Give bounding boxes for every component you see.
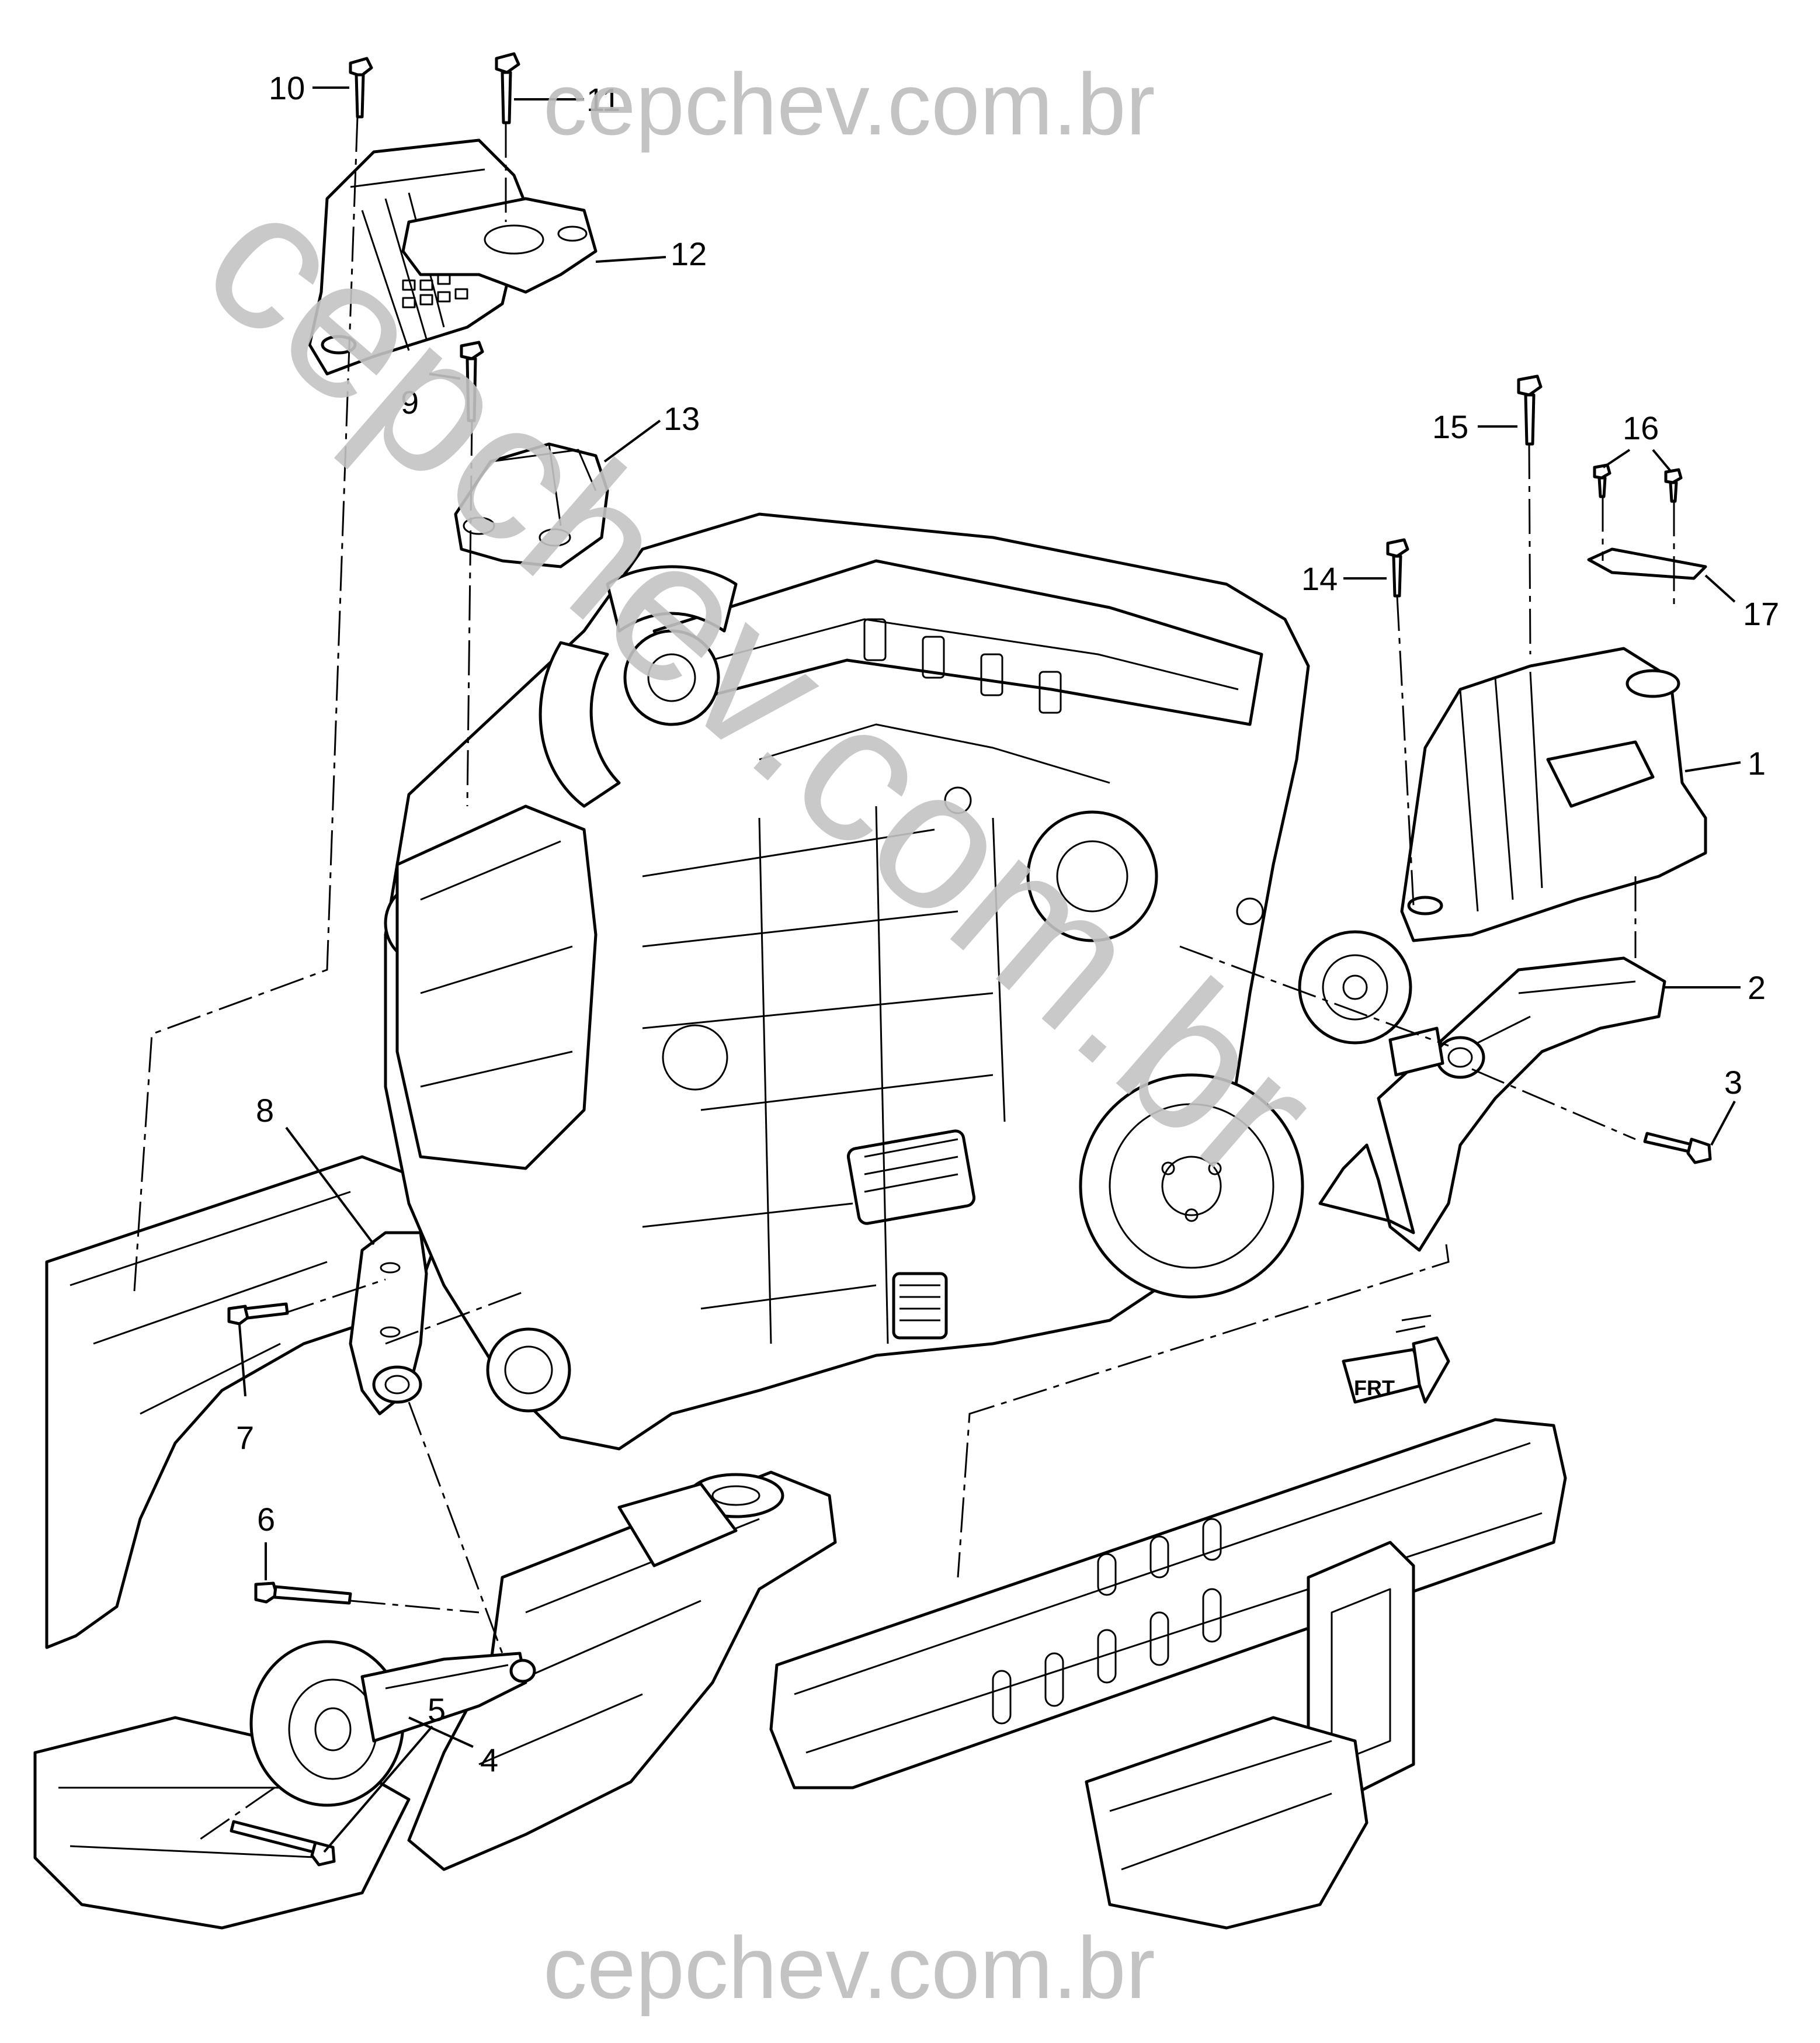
callout-15: 15 xyxy=(1432,408,1468,445)
front-direction-marker: FRT xyxy=(1342,1314,1450,1404)
frt-label: FRT xyxy=(1354,1376,1395,1400)
mount-4 xyxy=(249,1640,536,1807)
callout-3: 3 xyxy=(1724,1064,1742,1101)
callout-12: 12 xyxy=(671,235,707,272)
callout-8: 8 xyxy=(256,1092,274,1129)
watermark-top: cepchev.com.br xyxy=(543,55,1155,153)
callout-9: 9 xyxy=(401,384,419,421)
mount-bracket-2 xyxy=(1318,956,1666,1252)
callout-16: 16 xyxy=(1623,410,1659,446)
mount-bracket-8 xyxy=(349,1231,428,1416)
callout-10: 10 xyxy=(269,70,305,106)
callout-13: 13 xyxy=(664,400,700,437)
callout-4: 4 xyxy=(480,1742,498,1778)
callout-5: 5 xyxy=(428,1691,446,1728)
callout-17: 17 xyxy=(1743,595,1779,632)
callout-2: 2 xyxy=(1748,969,1766,1006)
leader-lines xyxy=(238,86,1741,1853)
callout-14: 14 xyxy=(1301,560,1338,597)
watermark-bottom: cepchev.com.br xyxy=(543,1919,1155,2017)
callout-11: 11 xyxy=(586,81,620,118)
engine-assembly xyxy=(384,512,1412,1451)
front-subframe xyxy=(33,1155,1567,1930)
bolts xyxy=(227,52,1712,1867)
mount-bracket-12 xyxy=(308,138,598,376)
callout-6: 6 xyxy=(257,1501,275,1538)
mount-bracket-13 xyxy=(454,442,609,568)
mount-bracket-1 xyxy=(1400,647,1707,942)
callout-7: 7 xyxy=(236,1419,254,1456)
callout-labels: 1 2 3 4 5 6 7 8 9 10 11 12 13 14 15 16 1… xyxy=(236,70,1779,1778)
alignment-lines xyxy=(133,116,1675,1841)
callout-1: 1 xyxy=(1748,745,1766,782)
